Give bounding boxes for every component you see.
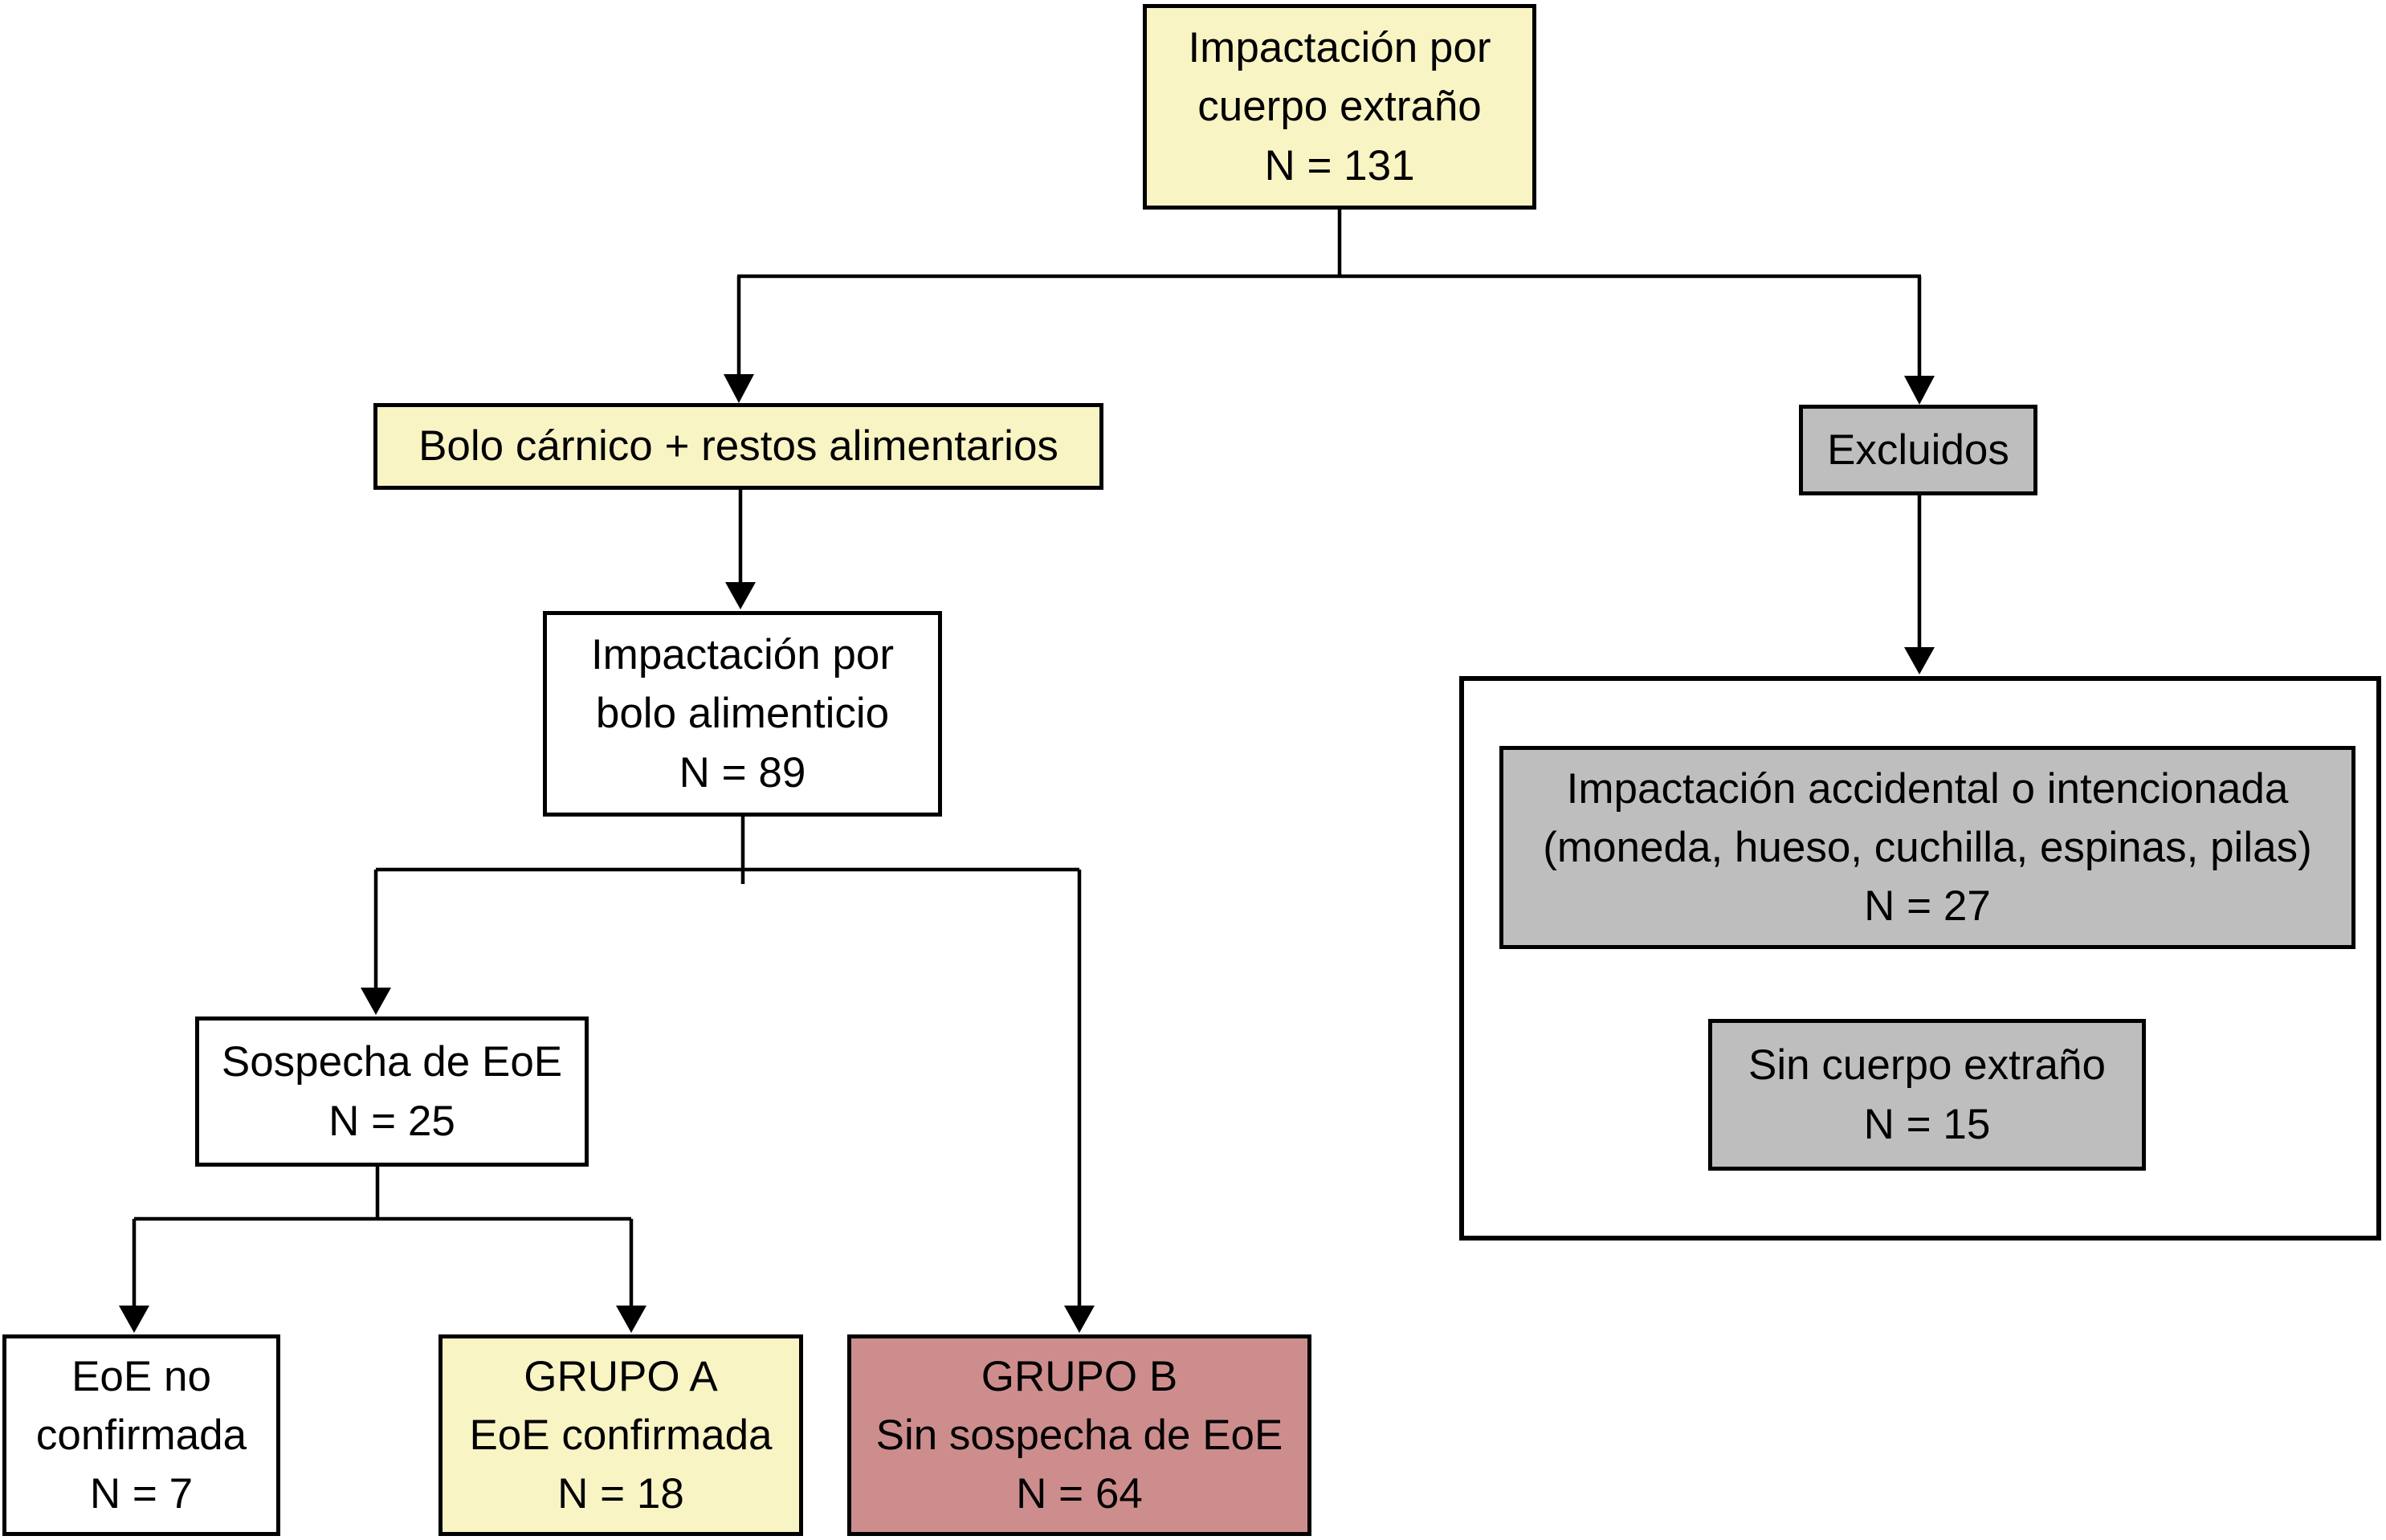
box-bolo-carnico-line-1: Bolo cárnico + restos alimentarios (418, 422, 1058, 471)
box-grupo-a: GRUPO A EoE confirmada N = 18 (438, 1334, 803, 1536)
arrowhead-bolo-carnico (724, 374, 754, 403)
box-grupo-b-line-2: Sin sospecha de EoE (875, 1411, 1283, 1459)
box-eoe-no-confirmada-line-1: EoE no (71, 1352, 211, 1400)
box-impactacion-accidental-line-2: (moneda, hueso, cuchilla, espinas, pilas… (1543, 823, 2312, 871)
box-sospecha-eoe: Sospecha de EoE N = 25 (195, 1016, 589, 1167)
box-bolo-alimenticio-line-2: bolo alimenticio (595, 690, 890, 738)
box-root-line-2: cuerpo extraño (1197, 83, 1482, 131)
box-eoe-no-confirmada-count: N = 7 (89, 1470, 194, 1518)
box-impactacion-accidental-line-1: Impactación accidental o intencionada (1566, 764, 2289, 813)
arrowhead-sospecha (361, 988, 391, 1015)
box-excluidos: Excluidos (1799, 405, 2037, 495)
box-grupo-b-title: GRUPO B (981, 1352, 1178, 1400)
box-impactacion-accidental-count: N = 27 (1864, 882, 1991, 931)
box-eoe-no-confirmada: EoE no confirmada N = 7 (2, 1334, 280, 1536)
box-sin-cuerpo-extrano-count: N = 15 (1863, 1100, 1991, 1148)
box-root-count: N = 131 (1264, 141, 1415, 189)
box-sin-cuerpo-extrano: Sin cuerpo extraño N = 15 (1708, 1019, 2146, 1171)
box-sospecha-eoe-line-1: Sospecha de EoE (221, 1038, 563, 1086)
box-excluidos-line-1: Excluidos (1827, 426, 2009, 474)
box-grupo-a-line-2: EoE confirmada (469, 1411, 773, 1459)
box-bolo-carnico: Bolo cárnico + restos alimentarios (373, 403, 1103, 490)
box-root: Impactación por cuerpo extraño N = 131 (1143, 4, 1536, 210)
arrowhead-grupo-b (1064, 1306, 1095, 1333)
arrowhead-eoe-no-confirmada (119, 1306, 149, 1333)
box-eoe-no-confirmada-line-2: confirmada (35, 1411, 247, 1459)
box-bolo-alimenticio-line-1: Impactación por (590, 631, 895, 679)
box-root-line-1: Impactación por (1188, 24, 1491, 72)
box-grupo-b-count: N = 64 (1016, 1470, 1143, 1518)
arrowhead-exclusion-group (1904, 647, 1935, 674)
box-grupo-b: GRUPO B Sin sospecha de EoE N = 64 (847, 1334, 1311, 1536)
box-impactacion-accidental: Impactación accidental o intencionada (m… (1499, 746, 2355, 949)
box-grupo-a-title: GRUPO A (524, 1352, 718, 1400)
box-sospecha-eoe-count: N = 25 (328, 1097, 455, 1145)
box-sin-cuerpo-extrano-line-1: Sin cuerpo extraño (1748, 1041, 2106, 1090)
box-bolo-alimenticio: Impactación por bolo alimenticio N = 89 (543, 611, 942, 817)
arrowhead-grupo-a (616, 1306, 646, 1333)
box-grupo-a-count: N = 18 (557, 1470, 684, 1518)
arrowhead-excluidos (1904, 376, 1935, 405)
box-bolo-alimenticio-count: N = 89 (679, 748, 806, 796)
arrowhead-bolo-alimenticio (725, 582, 756, 609)
